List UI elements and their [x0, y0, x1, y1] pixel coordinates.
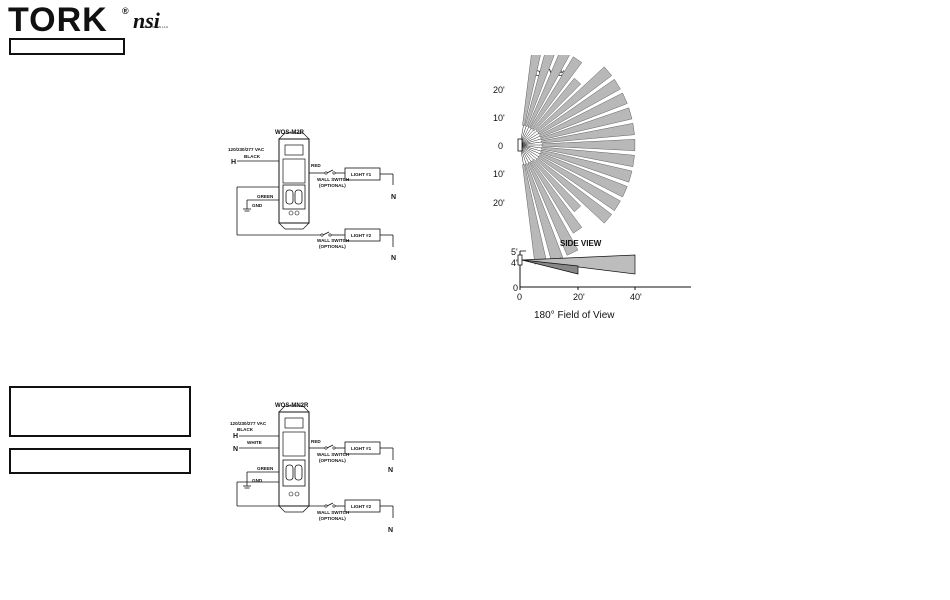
nsi-logo-tagline: INDUSTRIES LLC — [141, 25, 169, 29]
wall-switch-2-optional: (OPTIONAL) — [319, 244, 346, 249]
side-x-tick-0: 0 — [517, 292, 522, 302]
fan-zone — [539, 92, 628, 138]
neutral-1-label: N — [388, 467, 393, 474]
header-label-box — [9, 38, 125, 55]
wiring-diagram-wos-m2r: WOS-M2R 120/230/277 VAC BLACK H GREEN GN… — [228, 130, 396, 262]
side-view-short-zone — [521, 259, 579, 275]
side-view-title: SIDE VIEW — [560, 239, 602, 248]
fan-zone — [541, 146, 635, 167]
fan-ray — [519, 144, 538, 160]
side-x-tick-20: 20' — [573, 292, 585, 302]
fan-zone — [541, 139, 636, 151]
fan-ray — [519, 130, 538, 146]
fan-ray — [519, 135, 541, 146]
fan-zone — [532, 77, 581, 132]
top-tick-20-lower: 20' — [493, 198, 505, 208]
tork-logo: TORK — [8, 1, 108, 39]
wall-switch-2-label: WALL SWITCH — [317, 238, 350, 243]
fan-zone — [522, 164, 547, 265]
light-1-label: LIGHT #1 — [351, 172, 372, 177]
fan-zone — [539, 152, 628, 198]
green-wire-label: GREEN — [257, 194, 274, 199]
fan-zone — [537, 155, 621, 211]
neutral-in-label: N — [233, 446, 238, 453]
top-tick-10-upper: 10' — [493, 113, 505, 123]
button-left — [285, 464, 294, 481]
voltage-label: 120/230/277 VAC — [228, 147, 265, 152]
black-wire-label: BLACK — [237, 427, 254, 432]
black-wire-label: BLACK — [244, 154, 261, 159]
fan-ray — [519, 141, 542, 146]
fan-zone — [524, 55, 555, 127]
top-view-fan — [519, 55, 636, 265]
light-2-label: LIGHT #2 — [351, 504, 372, 509]
fan-zone — [530, 56, 583, 130]
field-of-view-caption: 180° Field of View — [534, 310, 615, 321]
button-right — [294, 464, 303, 481]
white-wire-label: WHITE — [247, 440, 262, 445]
top-tick-20-upper: 20' — [493, 85, 505, 95]
fan-ray — [519, 133, 539, 146]
wiring-diagram-wos-mn2r: WOS-MN2R 120/230/277 VAC BLACK H WHITE N… — [230, 403, 394, 534]
fan-zone — [540, 107, 633, 141]
fan-ray — [519, 144, 541, 155]
green-wire-label: GREEN — [257, 466, 274, 471]
side-tick-5: 5' — [511, 247, 518, 257]
light-2-label: LIGHT #2 — [351, 233, 372, 238]
note-box-large — [9, 386, 191, 437]
ground-label: GND — [252, 203, 263, 208]
voltage-label: 120/230/277 VAC — [230, 421, 267, 426]
fan-zone — [535, 66, 612, 132]
fan-ray — [519, 144, 539, 157]
light-1-label: LIGHT #1 — [351, 446, 372, 451]
fan-zone — [527, 55, 570, 128]
fan-zone — [535, 158, 612, 224]
hot-label: H — [233, 433, 238, 440]
side-tick-0: 0 — [513, 283, 518, 293]
top-tick-10-lower: 10' — [493, 169, 505, 179]
fan-ray — [519, 144, 542, 152]
wall-switch-1-optional: (OPTIONAL) — [319, 183, 346, 188]
nsi-logo: nsi — [133, 8, 160, 33]
hot-label: H — [231, 159, 236, 166]
neutral-2-label: N — [388, 527, 393, 534]
ground-label: GND — [252, 478, 263, 483]
side-x-tick-40: 40' — [630, 292, 642, 302]
note-box-small — [9, 448, 191, 474]
wall-switch-1-optional: (OPTIONAL) — [319, 458, 346, 463]
fan-zone — [522, 55, 541, 126]
side-tick-4: 4' — [511, 258, 518, 268]
coverage-pattern-diagram: Top View 20' 10' 0 10' 20' SIDE VIEW 5' … — [493, 55, 691, 321]
fan-zone — [537, 79, 621, 135]
neutral-1-label: N — [391, 194, 396, 201]
fan-zone — [541, 123, 635, 144]
red-wire-label: RED — [311, 163, 321, 168]
side-view-long-zone — [521, 254, 636, 275]
fan-zone — [540, 149, 633, 183]
neutral-2-label: N — [391, 255, 396, 262]
fan-zone — [530, 160, 583, 234]
top-tick-0: 0 — [498, 141, 503, 151]
fan-zone — [532, 158, 581, 213]
red-wire-label: RED — [311, 439, 321, 444]
button-left — [285, 189, 294, 205]
sensor-icon — [517, 138, 523, 152]
wall-switch-1-label: WALL SWITCH — [317, 177, 350, 182]
sensor-device-body — [278, 411, 310, 507]
sensor-device-body — [278, 138, 310, 224]
wall-switch-1-label: WALL SWITCH — [317, 452, 350, 457]
wall-switch-2-label: WALL SWITCH — [317, 510, 350, 515]
fan-ray — [519, 144, 542, 149]
button-right — [294, 189, 303, 205]
registered-mark: ® — [122, 6, 129, 16]
fan-zone — [527, 162, 579, 256]
wall-switch-2-optional: (OPTIONAL) — [319, 516, 346, 521]
fan-ray — [519, 138, 542, 146]
